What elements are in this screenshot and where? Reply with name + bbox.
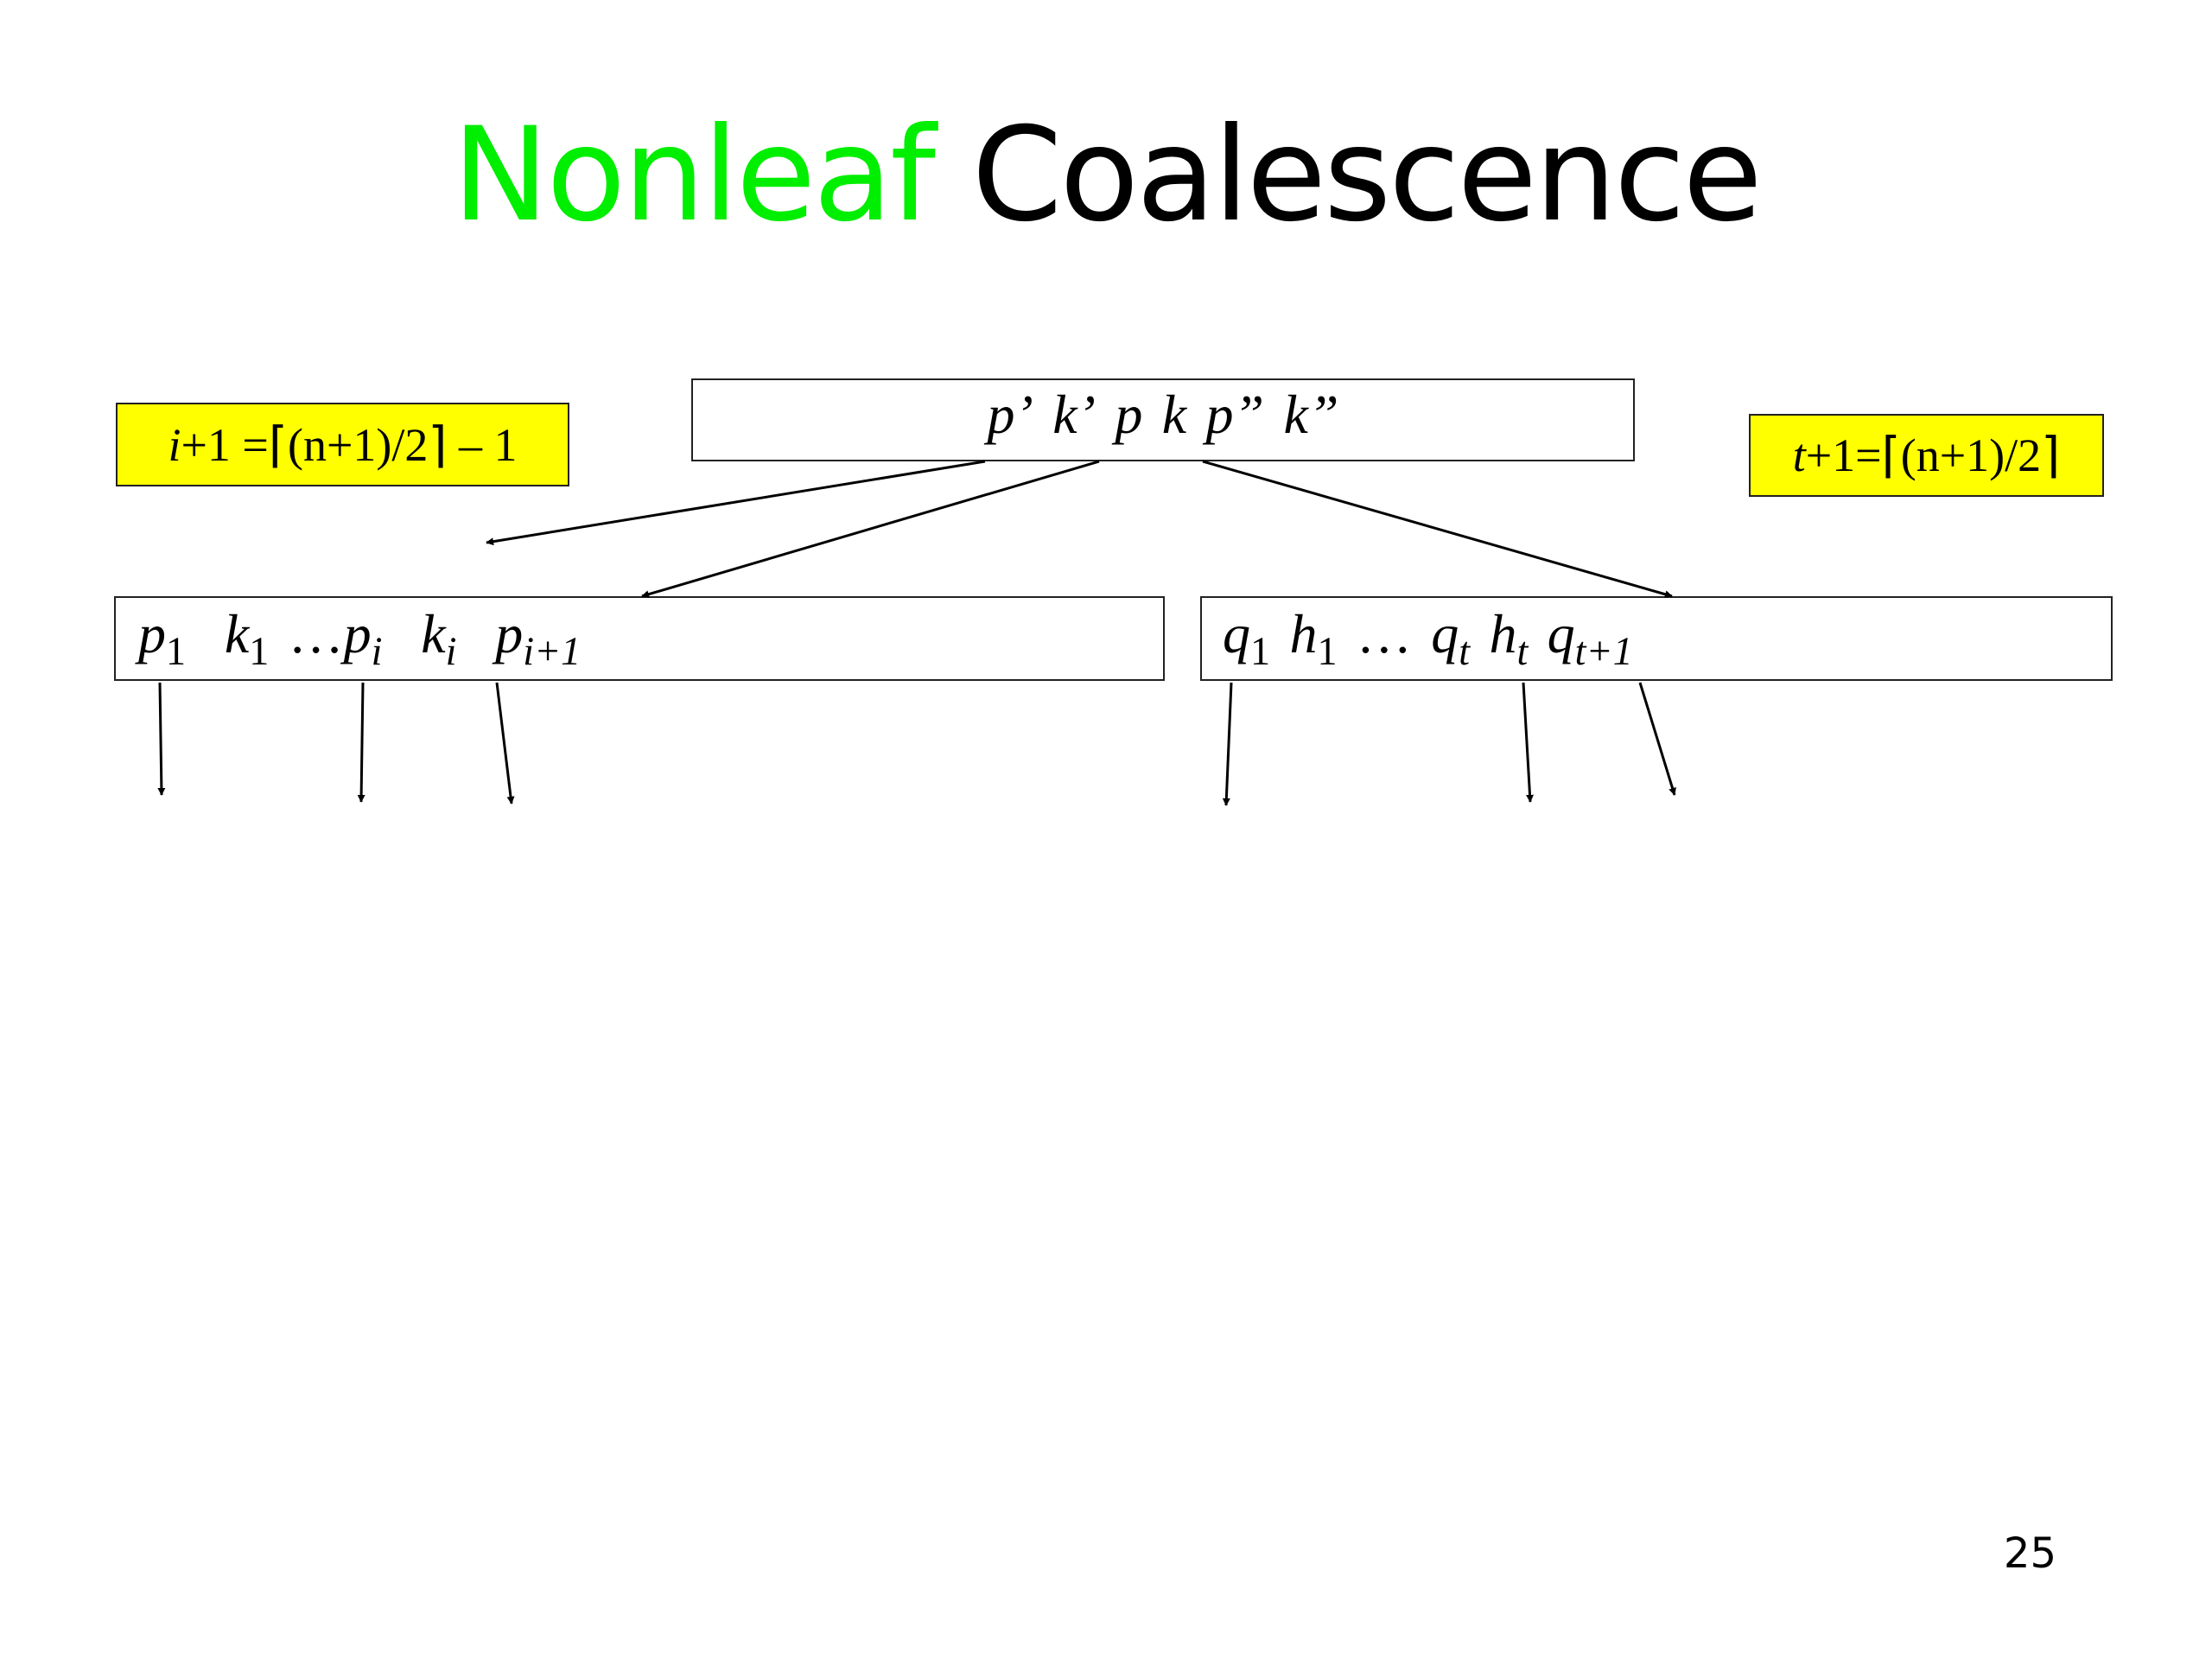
ceil-close-symbol: ⌉ xyxy=(428,417,448,473)
right-qt: qt xyxy=(1431,603,1471,673)
ceil-close-symbol: ⌉ xyxy=(2041,429,2061,483)
left-p1: p1 xyxy=(138,603,187,673)
left-formula-lhs: +1 = xyxy=(181,418,269,471)
arrow-right-q1 xyxy=(1222,682,1233,806)
ceil-open-symbol: ⌈ xyxy=(1881,429,1901,483)
left-pi: pi xyxy=(343,603,383,673)
left-pi1: pi+1 xyxy=(495,603,582,673)
parent-key-k: k xyxy=(1161,384,1187,445)
right-dots: … xyxy=(1356,603,1412,664)
left-formula-var: i xyxy=(168,418,181,471)
left-dots: … xyxy=(288,603,344,664)
arrow-left-pi xyxy=(357,682,365,803)
page-number: 25 xyxy=(2003,1529,2056,1578)
parent-key-k-prime: k’ xyxy=(1052,384,1096,445)
left-split-formula: i+1 =⌈(n+1)/2⌉ – 1 xyxy=(116,403,569,486)
arrow-left-pi1 xyxy=(495,682,515,804)
slide-title: Nonleaf Coalescence xyxy=(0,102,2212,249)
ceil-open-symbol: ⌈ xyxy=(268,417,288,473)
right-split-formula: t+1=⌈(n+1)/2⌉ xyxy=(1749,414,2104,497)
left-formula-expr: (n+1)/2 xyxy=(288,418,429,471)
right-formula-expr: (n+1)/2 xyxy=(1900,429,2042,481)
arrow-right-qt xyxy=(1522,682,1535,803)
left-k1: k1 xyxy=(224,603,270,673)
arrow-p-to-left xyxy=(641,460,1100,599)
parent-key-k-dprime: k” xyxy=(1283,384,1339,445)
arrow-p-dprime-to-right xyxy=(1202,460,1673,599)
parent-pointer-p-dprime: p” xyxy=(1205,384,1265,445)
arrow-p-prime xyxy=(486,460,986,546)
right-ht: ht xyxy=(1489,603,1529,673)
parent-pointer-p: p xyxy=(1115,384,1143,445)
right-formula-var: t xyxy=(1792,429,1806,481)
arrow-left-p1 xyxy=(157,682,166,796)
title-highlight: Nonleaf xyxy=(452,100,936,251)
left-ki: ki xyxy=(421,603,457,673)
right-qt1: qt+1 xyxy=(1547,603,1633,673)
right-formula-lhs: +1= xyxy=(1805,429,1882,481)
title-rest: Coalescence xyxy=(971,100,1763,251)
parent-pointer-p-prime: p’ xyxy=(987,384,1033,445)
arrow-right-qt1 xyxy=(1638,682,1676,796)
right-h1: h1 xyxy=(1289,603,1338,673)
right-q1: q1 xyxy=(1223,603,1271,673)
left-formula-tail: – 1 xyxy=(459,418,518,471)
